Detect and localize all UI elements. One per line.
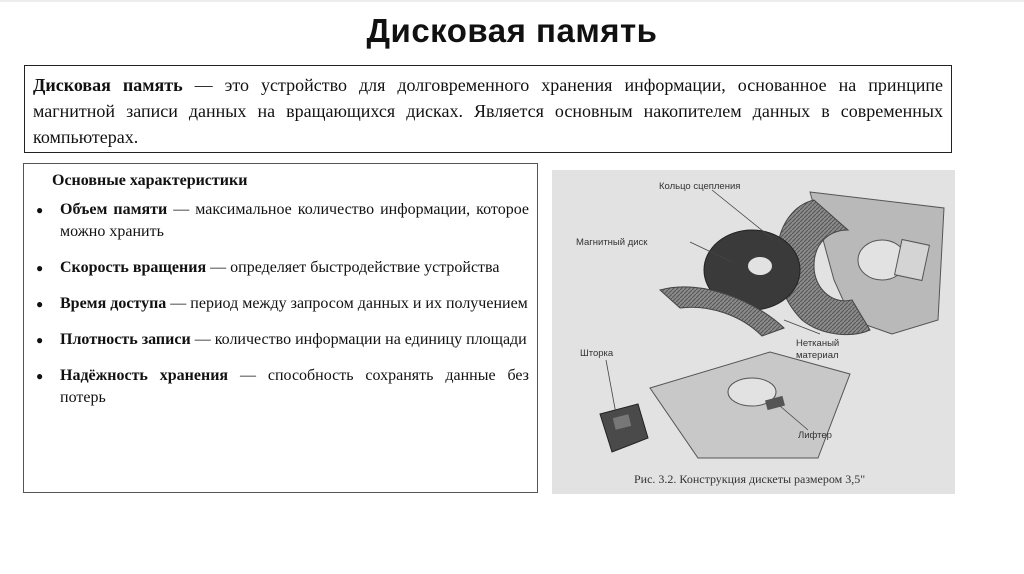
bullet-icon: ● <box>36 261 44 275</box>
label-disk: Магнитный диск <box>576 237 648 248</box>
leader-lifter <box>779 405 809 431</box>
bottom-shell-hub-hole <box>727 377 777 407</box>
label-lifter: Лифтер <box>798 430 832 441</box>
definition-term: Дисковая память <box>33 75 183 95</box>
label-shutter: Шторка <box>580 348 614 359</box>
label-nonwoven-2: материал <box>796 350 839 361</box>
item-text: — количество информации на единицу площа… <box>190 331 527 348</box>
list-item: ● Время доступа — период между запросом … <box>34 293 529 315</box>
bullet-icon: ● <box>36 203 44 217</box>
item-term: Скорость вращения <box>60 259 207 276</box>
bullet-icon: ● <box>36 369 44 383</box>
characteristics-heading: Основные характеристики <box>52 172 248 189</box>
label-ring: Кольцо сцепления <box>659 181 740 192</box>
label-nonwoven-1: Нетканый <box>796 338 839 349</box>
list-item: ● Скорость вращения — определяет быстрод… <box>34 257 529 279</box>
top-divider <box>0 0 1024 2</box>
list-item: ● Плотность записи — количество информац… <box>34 329 529 351</box>
list-item: ● Объем памяти — максимальное количество… <box>34 199 529 243</box>
leader-ring <box>711 189 775 241</box>
floppy-diagram-figure: Кольцо сцепления Магнитный диск Нетканый… <box>552 170 955 494</box>
lifter-shape <box>765 395 785 411</box>
bullet-icon: ● <box>36 297 44 311</box>
shutter-shape <box>599 403 649 453</box>
list-item: ● Надёжность хранения — способность сохр… <box>34 365 529 409</box>
item-text: — период между запросом данных и их полу… <box>166 295 528 312</box>
floppy-exploded-diagram: Кольцо сцепления Магнитный диск Нетканый… <box>576 181 945 486</box>
slide-title: Дисковая память <box>366 12 658 49</box>
magnetic-disk-hole <box>748 257 772 275</box>
item-term: Время доступа <box>60 295 167 312</box>
shutter-window <box>612 414 632 430</box>
item-text: — способность сохранять данные без потер… <box>60 367 529 406</box>
item-text: — максимальное количество информации, ко… <box>60 201 529 240</box>
figure-caption: Рис. 3.2. Конструкция дискеты размером 3… <box>634 472 865 486</box>
definition-box: Дисковая память — это устройство для дол… <box>24 65 952 153</box>
lower-liner-shape <box>658 286 785 337</box>
item-term: Объем памяти <box>60 201 168 218</box>
leader-nonwoven <box>783 319 821 335</box>
characteristics-box: Основные характеристики ● Объем памяти —… <box>23 163 538 493</box>
bullet-icon: ● <box>36 333 44 347</box>
definition-text: — это устройство для долговременного хра… <box>33 75 944 147</box>
leader-disk <box>689 241 733 263</box>
leader-shutter <box>605 359 617 415</box>
item-text: — определяет быстродействие устройства <box>206 259 500 276</box>
item-term: Плотность записи <box>60 331 191 348</box>
item-term: Надёжность хранения <box>60 367 229 384</box>
top-shell-window <box>893 238 931 282</box>
